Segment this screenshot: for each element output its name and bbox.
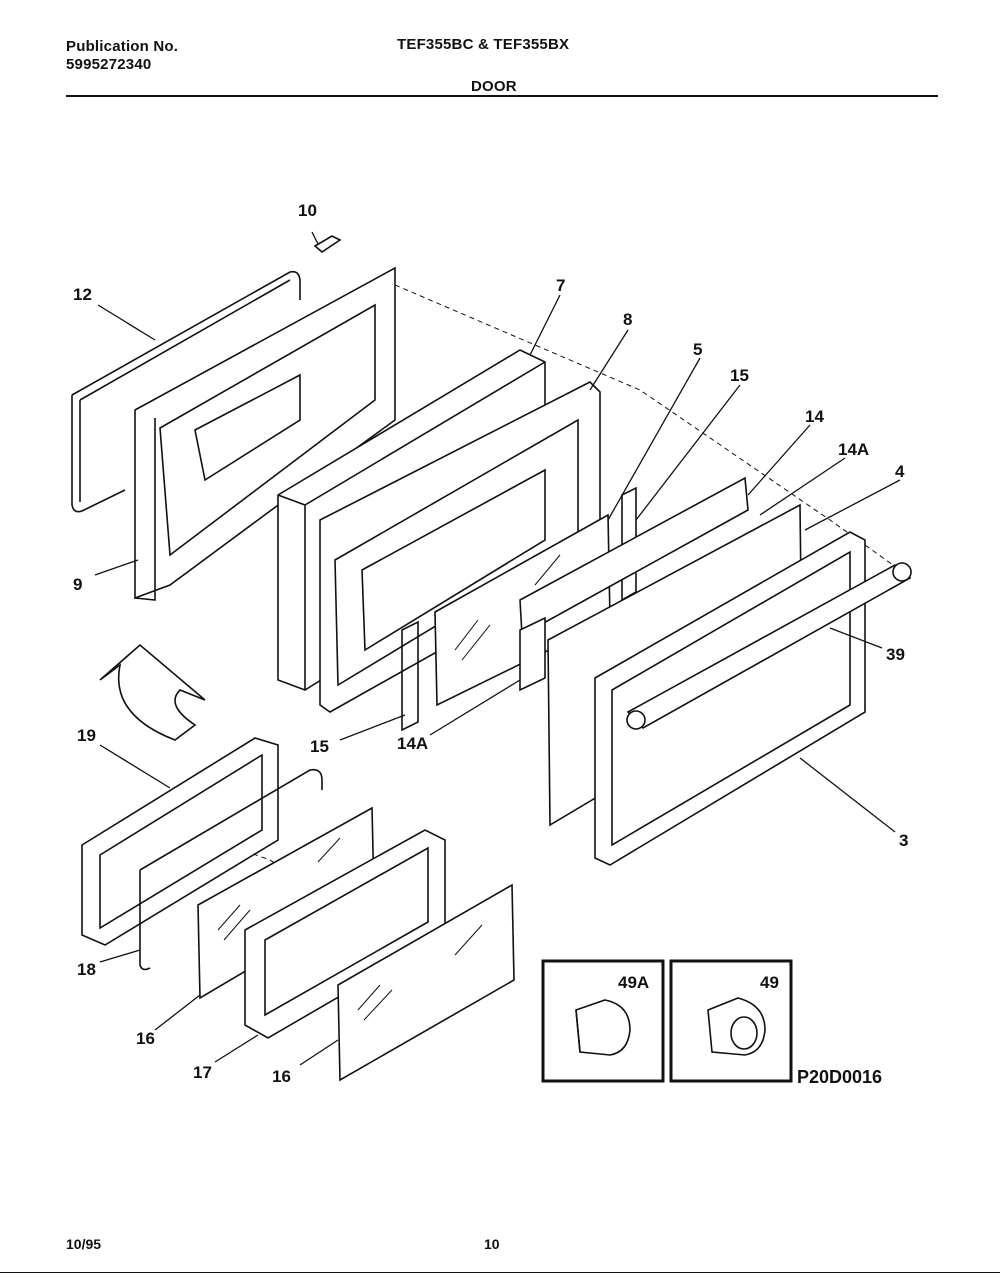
callout-17: 17: [193, 1063, 212, 1082]
callout-7: 7: [556, 276, 565, 295]
knob-box-49a: 49A: [541, 959, 665, 1083]
hinge-channel-lower: [401, 620, 419, 732]
callout-8: 8: [623, 310, 632, 329]
model-number: TEF355BC & TEF355BX: [397, 36, 570, 53]
window-glass-inner: [197, 806, 375, 1000]
callout-12: 12: [73, 285, 92, 304]
footer-rule: [0, 1272, 1000, 1273]
callout-15-upper: 15: [730, 366, 749, 385]
door-gasket: [71, 270, 301, 513]
callout-18: 18: [77, 960, 96, 979]
callout-39: 39: [886, 645, 905, 664]
header-rule: [66, 95, 938, 97]
callout-10: 10: [298, 201, 317, 220]
outer-door-frame: [594, 531, 866, 866]
figure-code: P20D0016: [797, 1067, 882, 1087]
callout-49: 49: [760, 973, 779, 992]
footer-date: 10/95: [66, 1236, 102, 1252]
callout-5: 5: [693, 340, 702, 359]
window-gasket: [139, 768, 323, 971]
callout-19: 19: [77, 726, 96, 745]
callout-3: 3: [899, 831, 908, 850]
window-frame: [81, 737, 279, 946]
knob-box-49: 49: [669, 959, 793, 1083]
callout-14a-upper: 14A: [838, 440, 869, 459]
assembly-arrow: [99, 643, 206, 741]
callout-16-right: 16: [272, 1067, 291, 1086]
publication-label: Publication No.: [66, 38, 179, 55]
callout-14: 14: [805, 407, 824, 426]
insulation-strip: [519, 476, 749, 692]
door-handle: [626, 562, 912, 730]
publication-number: 5995272340: [66, 56, 152, 73]
callout-4: 4: [895, 462, 905, 481]
footer-page-number: 10: [484, 1236, 500, 1252]
callout-16-left: 16: [136, 1029, 155, 1048]
callout-14a-lower: 14A: [397, 734, 428, 753]
screw: [311, 231, 342, 254]
callout-15-lower: 15: [310, 737, 329, 756]
callout-49a: 49A: [618, 973, 649, 992]
section-title: DOOR: [471, 78, 517, 95]
window-glass-outer: [337, 883, 515, 1082]
callout-9: 9: [73, 575, 82, 594]
